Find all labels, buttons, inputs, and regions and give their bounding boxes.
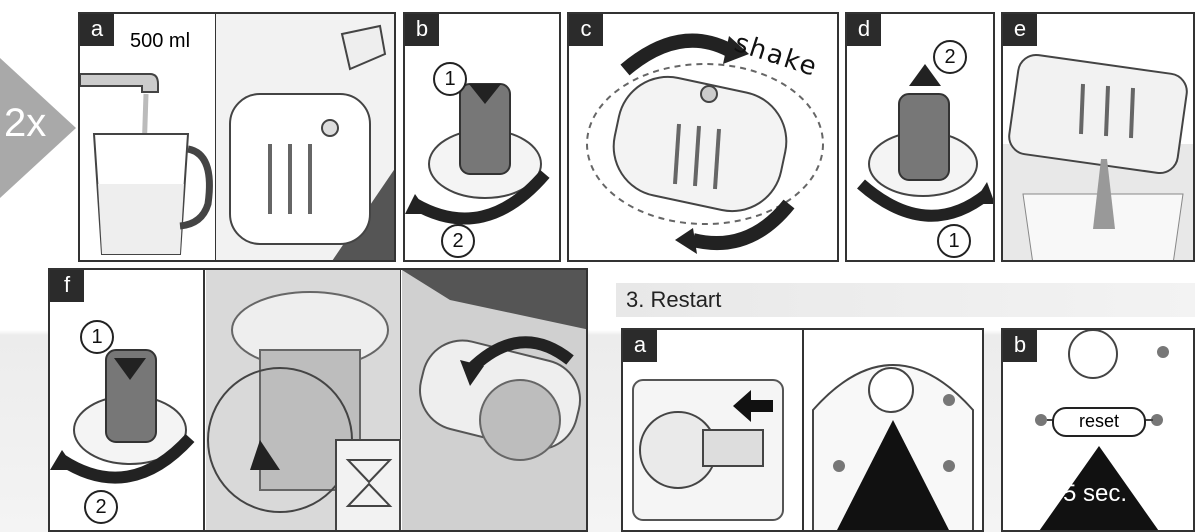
reset-button: reset [1052, 407, 1146, 437]
step-b-letter: b [405, 14, 439, 46]
step-f-number-1: 1 [80, 320, 114, 354]
step-d-letter: d [847, 14, 881, 46]
restart-a-letter: a [623, 330, 657, 362]
step-b-number-1: 1 [433, 62, 467, 96]
step-b-panel: b 1 2 [403, 12, 561, 262]
step-d-number-2: 2 [933, 40, 967, 74]
reset-button-illustration [1035, 330, 1169, 530]
step-f-number-2: 2 [84, 490, 118, 524]
shake-tank-illustration [586, 33, 824, 254]
step-f-letter: f [50, 270, 84, 302]
step-f-panel: f 1 2 [48, 268, 588, 532]
unscrew-cap-illustration [405, 83, 550, 225]
step-a-letter: a [80, 14, 114, 46]
step-c-letter: c [569, 14, 603, 46]
restart-b-letter: b [1003, 330, 1037, 362]
plug-in-illustration [632, 330, 974, 530]
step-d-number-1: 1 [937, 224, 971, 258]
restart-title: 3. Restart [626, 287, 722, 312]
hold-duration-label: 5 sec. [1063, 480, 1128, 507]
repeat-label: 2x [4, 101, 47, 145]
screw-cap-illustration [857, 64, 993, 222]
filling-jug-illustration [80, 14, 394, 260]
volume-label: 500 ml [130, 30, 191, 52]
repeat-arrow [0, 58, 76, 198]
step-b-number-2: 2 [441, 224, 475, 258]
restart-a-panel: a [621, 328, 984, 532]
step-e-panel: e [1001, 12, 1195, 262]
restart-header-bar [616, 283, 1195, 317]
step-a-panel: a 500 ml [78, 12, 396, 262]
step-e-letter: e [1003, 14, 1037, 46]
empty-tank-illustration [1003, 53, 1193, 260]
reinsert-cap-illustration [50, 270, 586, 530]
step-d-panel: d 2 1 [845, 12, 995, 262]
step-c-panel: c [567, 12, 839, 262]
